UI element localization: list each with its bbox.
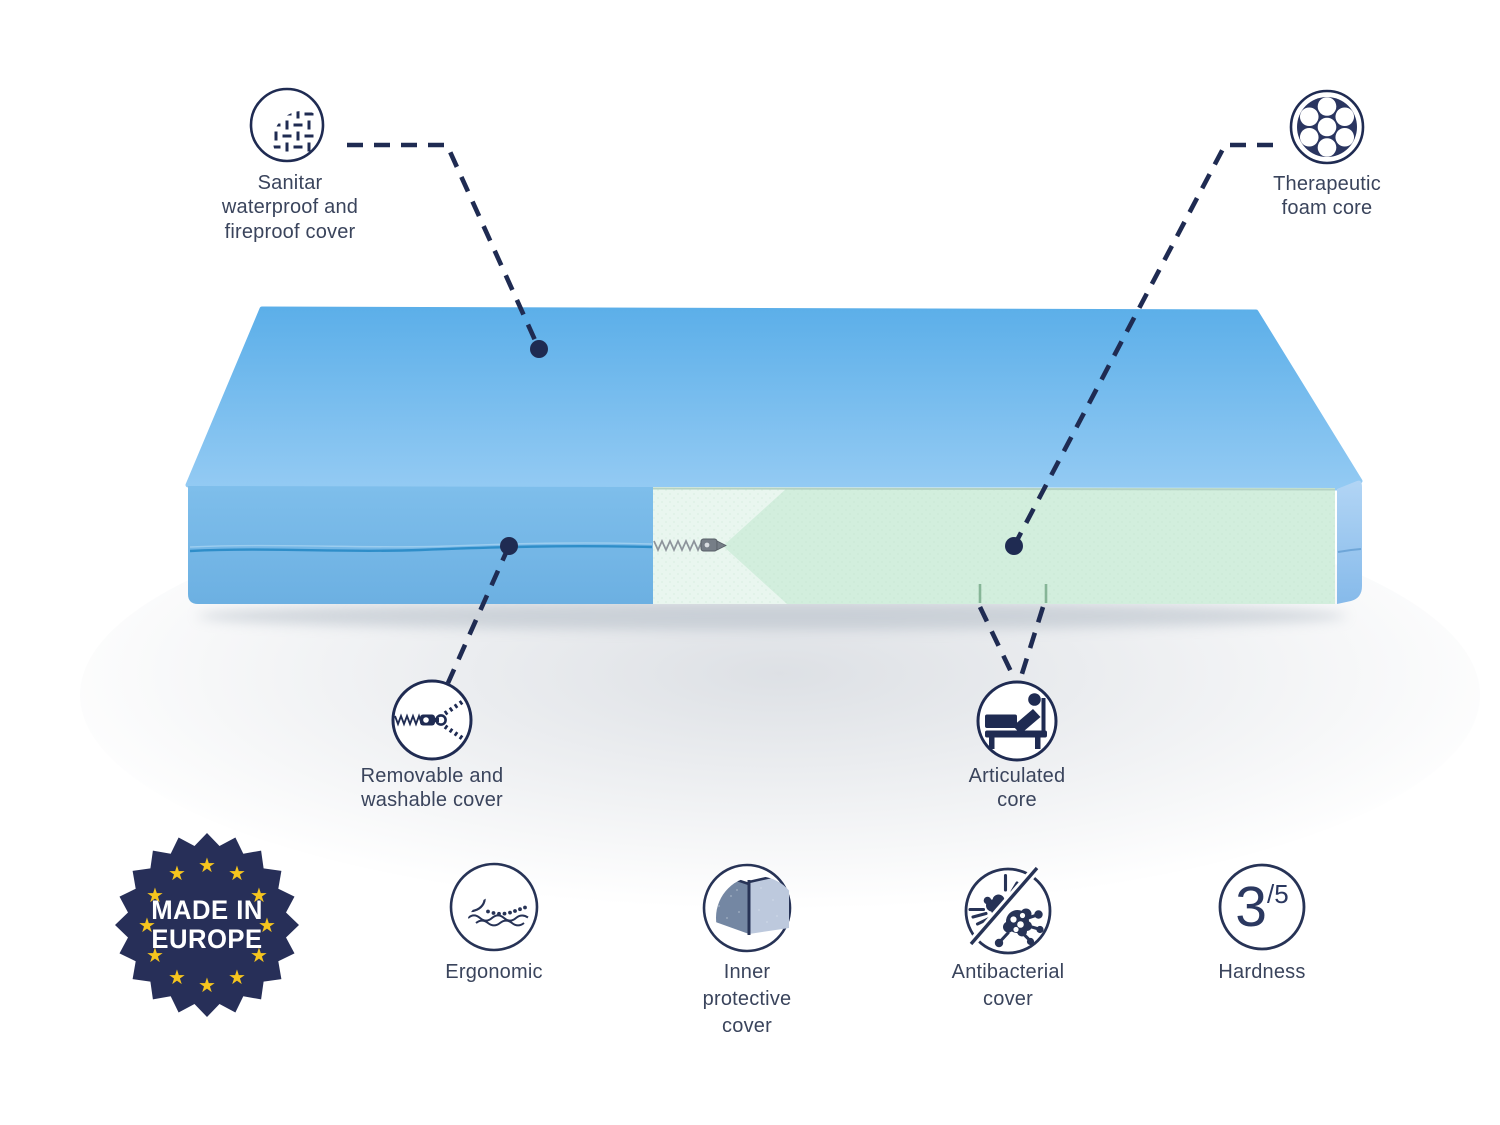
feature-hardness-label: Hardness <box>1218 961 1306 983</box>
svg-text:★: ★ <box>250 943 268 967</box>
made-in-europe-badge: ★★★ ★★★ ★★★ ★★★ MADE IN EUROPE <box>112 830 302 1020</box>
mattress-side-face <box>1337 480 1362 604</box>
svg-text:★: ★ <box>250 883 268 907</box>
mattress-front-cover <box>188 486 653 604</box>
hardness-score-icon: 3 /5 <box>1215 860 1309 954</box>
feature-ergonomic-label: Ergonomic <box>445 961 543 983</box>
svg-text:★: ★ <box>168 965 186 989</box>
svg-text:★: ★ <box>258 913 276 937</box>
hardness-value: 3 /5 <box>1215 860 1309 954</box>
mattress-shadow <box>197 602 1347 630</box>
cover-seam-highlight <box>189 542 653 548</box>
callout-removable-label: Removable and washable cover <box>360 765 504 812</box>
callout-sanitar-label: Sanitar waterproof and fireproof cover <box>221 172 359 243</box>
hardness-ring <box>1218 863 1306 951</box>
foam-core-icon <box>1289 89 1365 165</box>
leader-lines <box>347 142 1273 684</box>
svg-text:★: ★ <box>198 973 216 997</box>
cover-seam-line <box>189 545 653 553</box>
cover-zipper <box>653 538 727 553</box>
badge-line2: EUROPE <box>151 924 263 954</box>
leader-articulated-right <box>1017 606 1046 681</box>
mattress-top-face <box>185 306 1363 491</box>
feature-antibacterial-label: Antibacterial cover <box>951 961 1065 1010</box>
dot-therapeutic <box>1005 537 1023 555</box>
callout-therapeutic-label: Therapeutic foam core <box>1273 173 1381 220</box>
callout-articulated-label: Articulated core <box>968 765 1066 812</box>
svg-text:★: ★ <box>198 853 216 877</box>
svg-text:★: ★ <box>228 861 246 885</box>
articulated-bed-icon <box>976 680 1058 762</box>
leader-dots <box>500 340 1023 555</box>
leader-therapeutic <box>1011 142 1273 548</box>
svg-text:★: ★ <box>138 913 156 937</box>
hardness-scale: /5 <box>1267 879 1289 909</box>
dot-sanitar <box>530 340 548 358</box>
protective-layers-icon <box>702 863 792 953</box>
foam-texture <box>653 487 1335 604</box>
no-bacteria-icon <box>964 865 1052 955</box>
badge-stars: ★★★ ★★★ ★★★ ★★★ <box>138 853 276 997</box>
badge-line1: MADE IN <box>151 894 263 925</box>
woven-fabric-icon <box>249 87 325 163</box>
badge-text: MADE IN EUROPE <box>117 830 298 1020</box>
dot-removable <box>500 537 518 555</box>
leader-sanitar <box>347 142 542 350</box>
ergonomic-body-icon <box>449 862 539 952</box>
leader-articulated-left <box>977 606 1018 681</box>
svg-text:★: ★ <box>146 883 164 907</box>
hardness-number: 3 <box>1235 874 1267 939</box>
foam-top-edge <box>652 487 1336 491</box>
badge-starburst: ★★★ ★★★ ★★★ ★★★ <box>115 833 299 1017</box>
feature-inner-label: Inner protective cover <box>702 961 792 1037</box>
svg-text:★: ★ <box>228 965 246 989</box>
svg-text:★: ★ <box>146 943 164 967</box>
side-seam-line <box>1337 548 1362 553</box>
svg-text:★: ★ <box>168 861 186 885</box>
zipper-icon <box>391 679 473 761</box>
